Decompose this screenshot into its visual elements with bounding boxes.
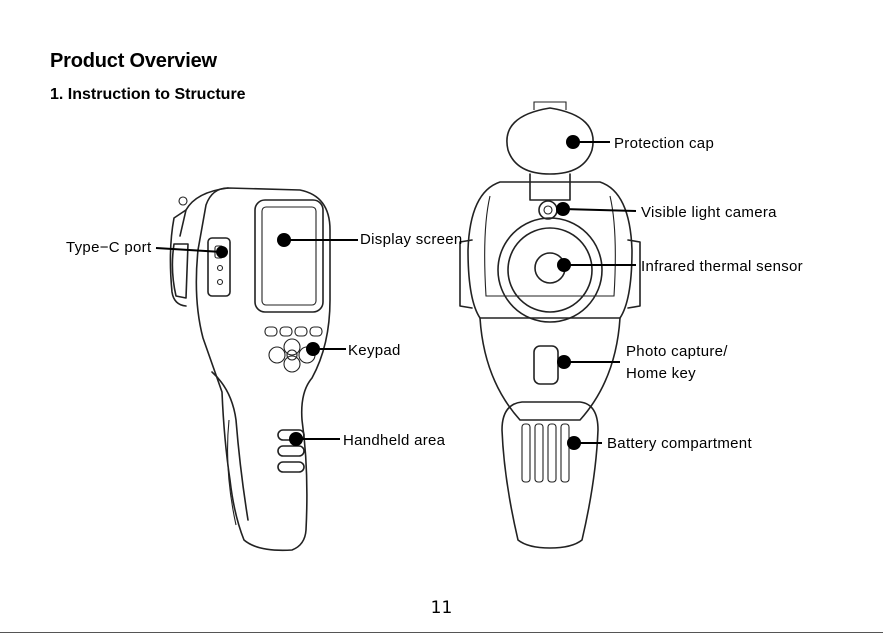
label-visible-light-camera: Visible light camera bbox=[641, 203, 777, 223]
back-view-device bbox=[460, 102, 640, 548]
callout-infrared bbox=[557, 258, 636, 272]
callout-type-c bbox=[156, 246, 228, 258]
callout-protection-cap bbox=[566, 135, 610, 149]
label-battery-compartment: Battery compartment bbox=[607, 434, 752, 454]
label-display-screen: Display screen bbox=[360, 230, 463, 250]
front-view-device bbox=[170, 188, 330, 550]
label-handheld-area: Handheld area bbox=[343, 431, 445, 451]
callout-display bbox=[277, 233, 358, 247]
label-infrared-thermal-sensor: Infrared thermal sensor bbox=[641, 257, 803, 277]
callout-handheld bbox=[289, 432, 340, 446]
footer-rule bbox=[0, 632, 883, 633]
label-home-key: Home key bbox=[626, 364, 696, 384]
callout-keypad bbox=[306, 342, 346, 356]
callout-visible-camera bbox=[556, 202, 636, 216]
label-protection-cap: Protection cap bbox=[614, 134, 714, 154]
label-keypad: Keypad bbox=[348, 341, 401, 361]
label-photo-capture: Photo capture/ bbox=[626, 342, 728, 362]
label-type-c-port: Type−C port bbox=[66, 238, 151, 258]
page-number: 11 bbox=[0, 598, 883, 618]
